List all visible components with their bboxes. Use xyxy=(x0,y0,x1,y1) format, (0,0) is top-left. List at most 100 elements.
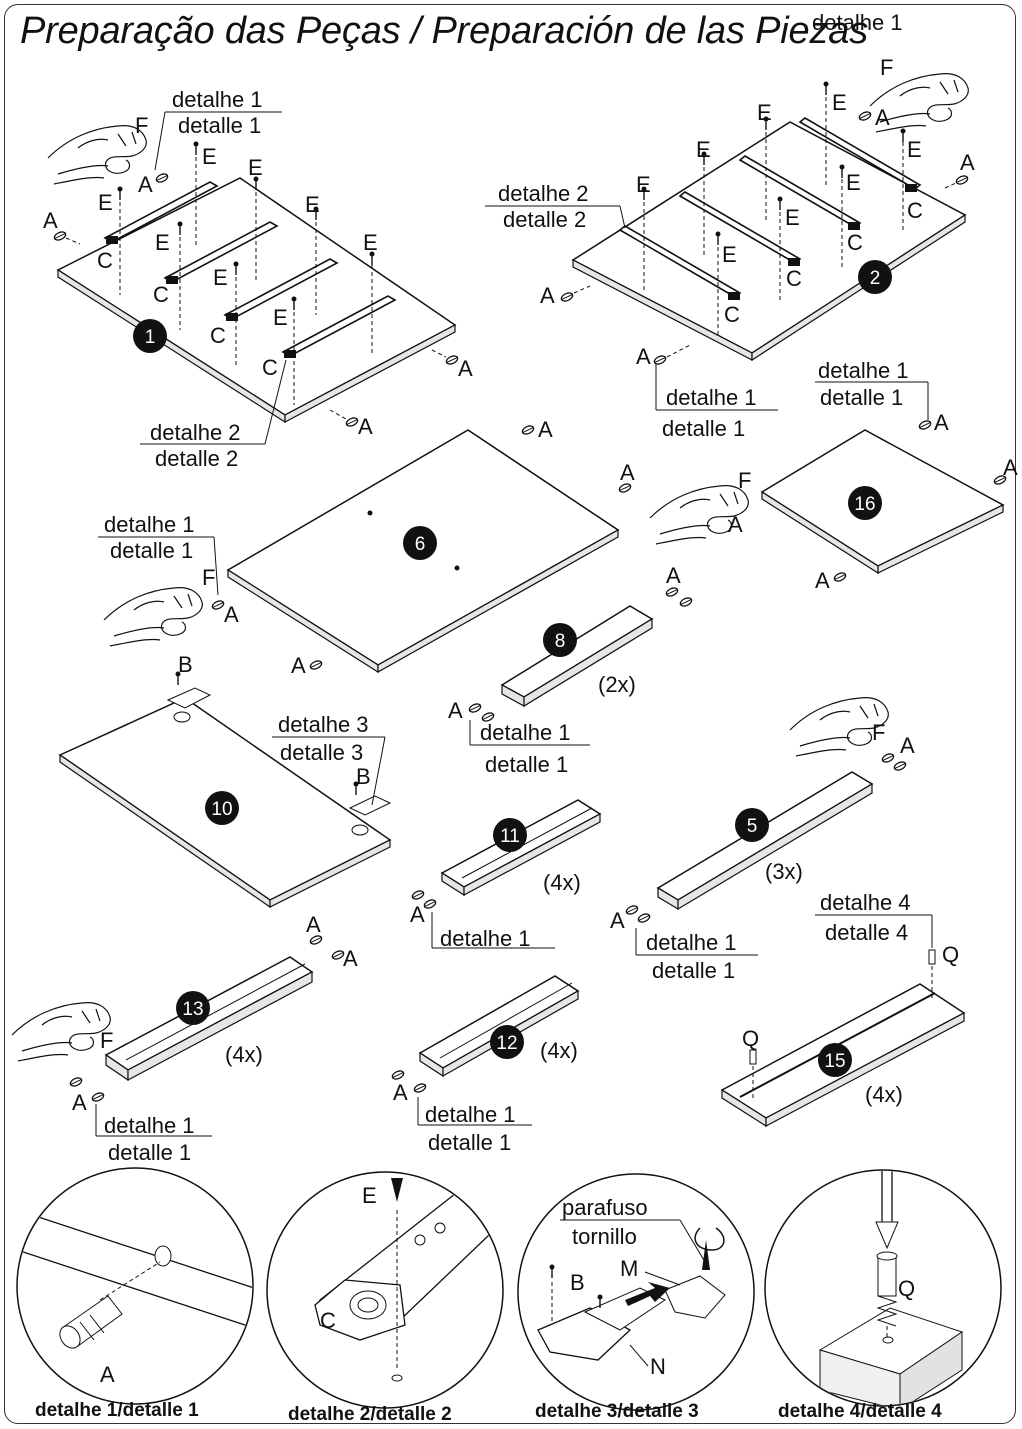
letter-c: C xyxy=(786,266,802,291)
panel-10-group: B B detalhe 3 detalle 3 10 xyxy=(58,652,392,909)
letter-a: A xyxy=(138,172,153,197)
panel-6-group: 6 A A detalhe 1 detalle 1 F A A xyxy=(98,417,635,678)
letter-c: C xyxy=(320,1308,336,1333)
letter-c: C xyxy=(97,248,113,273)
letter-a: A xyxy=(610,908,625,933)
detail-4-caption: detalhe 4/detalle 4 xyxy=(778,1401,942,1422)
callout-d1es-p2: detalle 1 xyxy=(662,416,745,441)
letter-e: E xyxy=(155,230,170,255)
part-number-10: 10 xyxy=(211,799,232,820)
letter-a: A xyxy=(540,283,555,308)
letter-f: F xyxy=(738,468,751,493)
letter-a: A xyxy=(620,460,635,485)
letter-a: A xyxy=(72,1090,87,1115)
detail-2-caption: detalhe 2/detalle 2 xyxy=(288,1404,452,1425)
letter-e: E xyxy=(305,192,320,217)
callout-d1es-p6: detalle 1 xyxy=(110,538,193,563)
callout-d2-p2: detalhe 2 xyxy=(498,181,589,206)
letter-a: A xyxy=(291,653,306,678)
callout-d1es-p13: detalle 1 xyxy=(108,1140,191,1165)
panel-16-group: 16 detalhe 1 detalle 1 A A F A A xyxy=(649,358,1018,593)
letter-e: E xyxy=(722,242,737,267)
letter-a: A xyxy=(448,698,463,723)
qty-part-8: (2x) xyxy=(598,672,636,697)
part-number-13: 13 xyxy=(182,999,203,1020)
part-number-11: 11 xyxy=(500,826,520,847)
rails-panel-1 xyxy=(103,181,397,357)
letter-a: A xyxy=(358,414,373,439)
page-frame xyxy=(4,4,1016,1424)
letter-q: Q xyxy=(942,942,959,967)
letter-a: A xyxy=(306,912,321,937)
part-number-12: 12 xyxy=(496,1033,517,1054)
qty-part-15: (4x) xyxy=(865,1082,903,1107)
detail-4-circle: Q xyxy=(764,1169,1002,1407)
letter-a: A xyxy=(343,946,358,971)
letter-a: A xyxy=(393,1080,408,1105)
letter-e: E xyxy=(98,190,113,215)
qty-part-12: (4x) xyxy=(540,1038,578,1063)
part-number-2: 2 xyxy=(870,268,881,289)
letter-a: A xyxy=(636,344,651,369)
letter-e: E xyxy=(636,172,651,197)
callout-screw-pt: parafuso xyxy=(562,1195,648,1220)
letter-a: A xyxy=(1003,455,1018,480)
callout-d2es-p2: detalle 2 xyxy=(503,207,586,232)
qty-part-11: (4x) xyxy=(543,870,581,895)
callout-d4es-p15: detalle 4 xyxy=(825,920,908,945)
letter-e: E xyxy=(202,144,217,169)
letter-a: A xyxy=(538,417,553,442)
letter-b: B xyxy=(570,1270,585,1295)
letter-q: Q xyxy=(742,1026,759,1051)
part-13-group: 13 (4x) A A F A detalhe 1 detalle 1 xyxy=(11,912,358,1165)
callout-d1-p8: detalhe 1 xyxy=(480,720,571,745)
letter-a: A xyxy=(410,902,425,927)
letter-a: A xyxy=(728,512,743,537)
part-number-5: 5 xyxy=(747,816,758,837)
header-tag: detalhe 1 xyxy=(812,10,903,35)
letter-e: E xyxy=(757,100,772,125)
letter-c: C xyxy=(847,230,863,255)
callout-screw-es: tornillo xyxy=(572,1224,637,1249)
callout-d4-p15: detalhe 4 xyxy=(820,890,911,915)
letter-b: B xyxy=(178,652,193,677)
letter-f: F xyxy=(202,565,215,590)
letter-e: E xyxy=(362,1183,377,1208)
letter-e: E xyxy=(846,170,861,195)
letter-f: F xyxy=(135,113,148,138)
callout-d3es-p10: detalle 3 xyxy=(280,740,363,765)
part-12-group: 12 (4x) A detalhe 1 detalle 1 xyxy=(390,975,580,1155)
letter-a: A xyxy=(43,208,58,233)
callout-d1-p12: detalhe 1 xyxy=(425,1102,516,1127)
callout-d1-p11: detalhe 1 xyxy=(440,926,531,951)
letter-c: C xyxy=(724,302,740,327)
qty-part-5: (3x) xyxy=(765,859,803,884)
letter-e: E xyxy=(832,90,847,115)
letter-e: E xyxy=(363,230,378,255)
panel-1-group: detalhe 1 detalle 1 F A E E E E E E E E … xyxy=(43,87,473,471)
letter-f: F xyxy=(880,55,893,80)
detail-3-caption: detalhe 3/detalle 3 xyxy=(535,1401,699,1422)
letter-q: Q xyxy=(898,1276,915,1301)
letter-c: C xyxy=(153,282,169,307)
part-number-8: 8 xyxy=(555,631,566,652)
letter-f: F xyxy=(872,720,885,745)
callout-d1es-p16: detalle 1 xyxy=(820,385,903,410)
letter-b: B xyxy=(356,764,371,789)
letter-a: A xyxy=(224,602,239,627)
part-number-1: 1 xyxy=(145,327,156,348)
panel-16 xyxy=(760,429,1005,567)
letter-a: A xyxy=(815,568,830,593)
letter-f: F xyxy=(100,1028,113,1053)
letter-a: A xyxy=(458,356,473,381)
letter-c: C xyxy=(262,355,278,380)
letter-a: A xyxy=(900,733,915,758)
callout-d1es-p5: detalle 1 xyxy=(652,958,735,983)
callout-d1es-p1: detalle 1 xyxy=(178,113,261,138)
letter-e: E xyxy=(907,137,922,162)
detail-1-caption: detalhe 1/detalle 1 xyxy=(35,1400,199,1421)
letter-e: E xyxy=(213,265,228,290)
letter-a: A xyxy=(960,150,975,175)
detail-2-circle: E C xyxy=(266,1171,504,1409)
